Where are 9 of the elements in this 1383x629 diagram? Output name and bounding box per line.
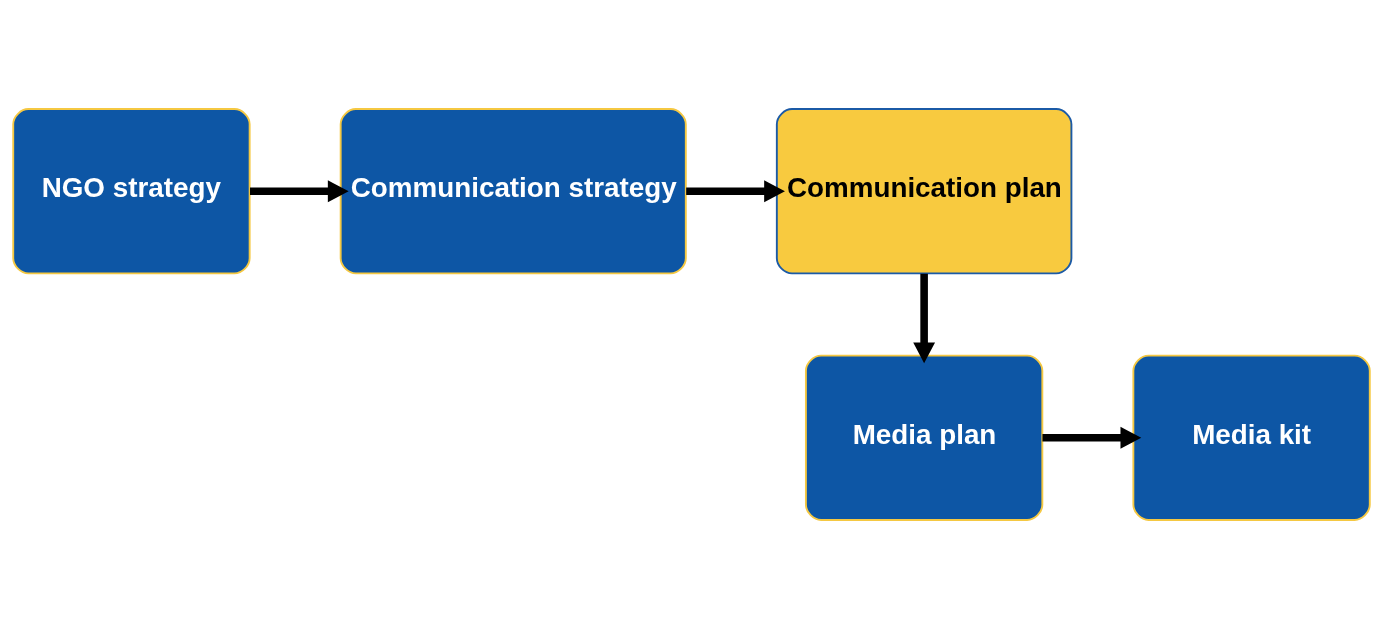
node-box: Media plan: [804, 354, 1044, 521]
node-box: Media kit: [1132, 354, 1371, 521]
arrow: [1042, 426, 1142, 449]
node-box: Communication plan: [775, 108, 1073, 275]
node-box: NGO strategy: [12, 108, 251, 275]
arrow: [913, 273, 936, 364]
arrow: [686, 180, 785, 203]
arrow: [250, 180, 349, 203]
node-box: Communication strategy: [339, 108, 687, 275]
